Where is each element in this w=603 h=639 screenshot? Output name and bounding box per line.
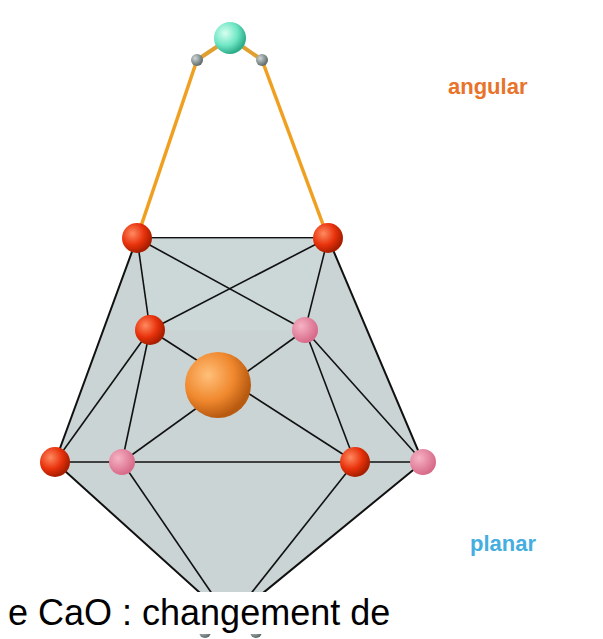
water-molecule [191, 22, 268, 66]
polyhedron-edges [55, 238, 423, 620]
bond-line [137, 60, 328, 238]
polyhedron-face [55, 238, 423, 620]
polyhedron-face [137, 238, 328, 330]
calcium-atom [185, 352, 251, 418]
caption-text: e CaO : changement de [6, 592, 392, 634]
oxygen-atoms [40, 223, 436, 477]
geometry-label: planar [470, 531, 536, 557]
geometry-label: angular [448, 74, 527, 100]
